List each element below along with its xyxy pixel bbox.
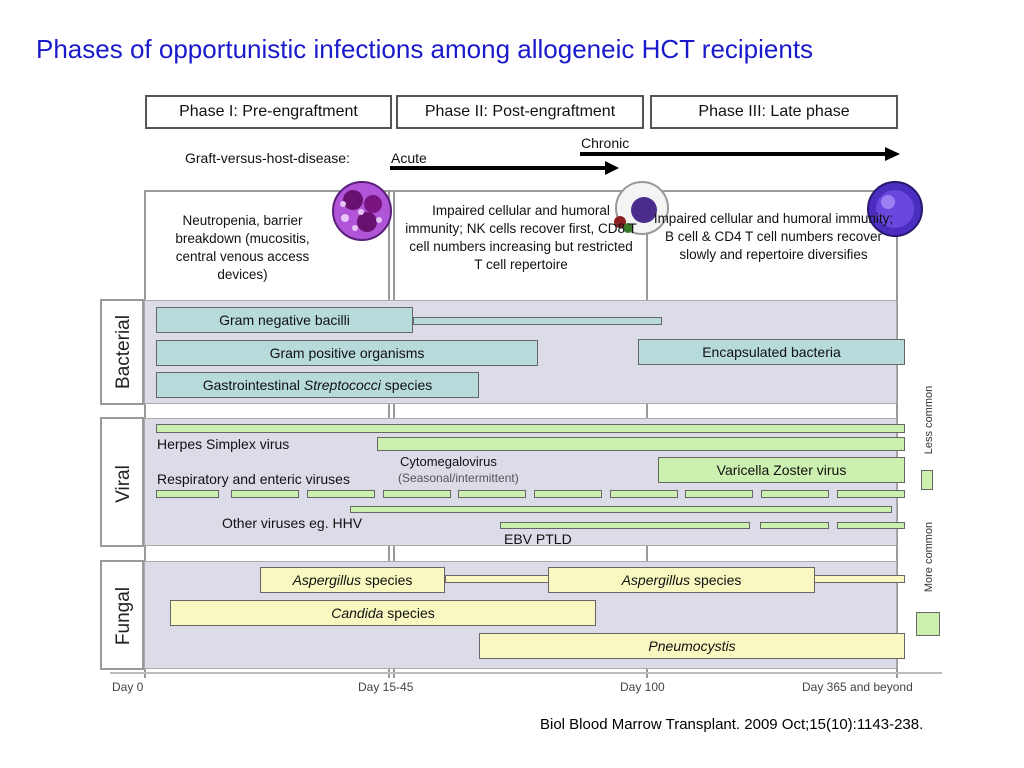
grid-top-line xyxy=(145,190,897,192)
bacterial-label-box: Bacterial xyxy=(100,299,144,405)
gvhd-label: Graft-versus-host-disease: xyxy=(185,150,350,166)
timeline-day100: Day 100 xyxy=(620,680,665,694)
other-viruses-bar xyxy=(350,506,892,513)
gram-negative-thin-bar xyxy=(413,317,662,325)
viral-label: Viral xyxy=(113,465,134,503)
respiratory-segment xyxy=(534,490,602,498)
legend-less-label: Less common xyxy=(923,385,935,455)
timeline-day15-45: Day 15-45 xyxy=(358,680,414,694)
phase-1-header: Phase I: Pre-engraftment xyxy=(145,95,392,129)
lymphocyte-cell-icon xyxy=(867,181,923,237)
neutrophil-cell-icon xyxy=(332,181,392,241)
encapsulated-bacteria-bar: Encapsulated bacteria xyxy=(638,339,905,365)
phase-2-header: Phase II: Post-engraftment xyxy=(396,95,644,129)
respiratory-segment xyxy=(685,490,753,498)
aspergillus-italic: Aspergillus xyxy=(292,572,362,588)
aspergillus-suffix: species xyxy=(690,572,742,588)
nk-cell-icon xyxy=(614,181,669,235)
legend-more-swatch xyxy=(916,612,940,636)
aspergillus-suffix: species xyxy=(361,572,413,588)
cmv-note: (Seasonal/intermittent) xyxy=(398,471,519,485)
candida-suffix: species xyxy=(383,605,435,621)
gram-negative-bar: Gram negative bacilli xyxy=(156,307,413,333)
respiratory-segment xyxy=(761,490,829,498)
fungal-label-box: Fungal xyxy=(100,560,144,670)
ebv-segment xyxy=(837,522,905,529)
vzv-bar: Varicella Zoster virus xyxy=(658,457,905,483)
hsv-top-bar xyxy=(156,424,905,433)
viral-label-box: Viral xyxy=(100,417,144,547)
respiratory-segment xyxy=(458,490,526,498)
hsv-bar xyxy=(377,437,905,451)
gi-strep-prefix: Gastrointestinal xyxy=(202,377,304,393)
phases-diagram: Phase I: Pre-engraftment Phase II: Post-… xyxy=(100,88,945,698)
legend-less-swatch xyxy=(921,470,933,490)
ebv-segment xyxy=(500,522,750,529)
fungal-label: Fungal xyxy=(113,586,134,646)
respiratory-segment xyxy=(610,490,678,498)
legend-more-label: More common xyxy=(923,521,935,593)
timeline-day0: Day 0 xyxy=(112,680,144,694)
respiratory-segment xyxy=(307,490,375,498)
phase-3-description: Impaired cellular and humoral immunity; … xyxy=(653,211,894,262)
gi-streptococci-bar: Gastrointestinal Streptococci species xyxy=(156,372,479,398)
hsv-label: Herpes Simplex virus xyxy=(157,436,290,452)
other-viruses-label: Other viruses eg. HHV xyxy=(222,515,363,531)
aspergillus-bar-early: Aspergillus species xyxy=(260,567,445,593)
gi-strep-italic: Streptococci xyxy=(303,377,381,393)
gvhd-chronic: Chronic xyxy=(581,135,630,151)
pneumocystis-label: Pneumocystis xyxy=(648,638,736,654)
phase-1-description: Neutropenia, barrier breakdown (mucositi… xyxy=(175,213,310,282)
phase-3-header: Phase III: Late phase xyxy=(650,95,898,129)
page-title: Phases of opportunistic infections among… xyxy=(36,34,814,64)
respiratory-segment xyxy=(156,490,219,498)
respiratory-segment xyxy=(837,490,905,498)
gvhd-acute: Acute xyxy=(391,150,427,166)
gi-strep-suffix: species xyxy=(380,377,433,393)
pneumocystis-bar: Pneumocystis xyxy=(479,633,905,659)
ebv-ptld-label: EBV PTLD xyxy=(504,531,572,547)
citation: Biol Blood Marrow Transplant. 2009 Oct;1… xyxy=(540,716,924,733)
ebv-segment xyxy=(760,522,829,529)
cmv-label: Cytomegalovirus xyxy=(400,454,497,469)
aspergillus-italic: Aspergillus xyxy=(621,572,691,588)
respiratory-label: Respiratory and enteric viruses xyxy=(157,471,350,487)
candida-bar: Candida species xyxy=(170,600,596,626)
bacterial-label: Bacterial xyxy=(113,315,134,389)
candida-italic: Candida xyxy=(331,605,384,621)
aspergillus-bar-late: Aspergillus species xyxy=(548,567,815,593)
respiratory-segment xyxy=(231,490,299,498)
timeline-axis xyxy=(110,672,942,674)
gvhd-arrows xyxy=(390,147,900,175)
gram-positive-bar: Gram positive organisms xyxy=(156,340,538,366)
grid-line-day365 xyxy=(896,190,898,678)
respiratory-segment xyxy=(383,490,451,498)
phase-2-description: Impaired cellular and humoral immunity; … xyxy=(405,203,637,272)
timeline-day365: Day 365 and beyond xyxy=(802,680,913,694)
